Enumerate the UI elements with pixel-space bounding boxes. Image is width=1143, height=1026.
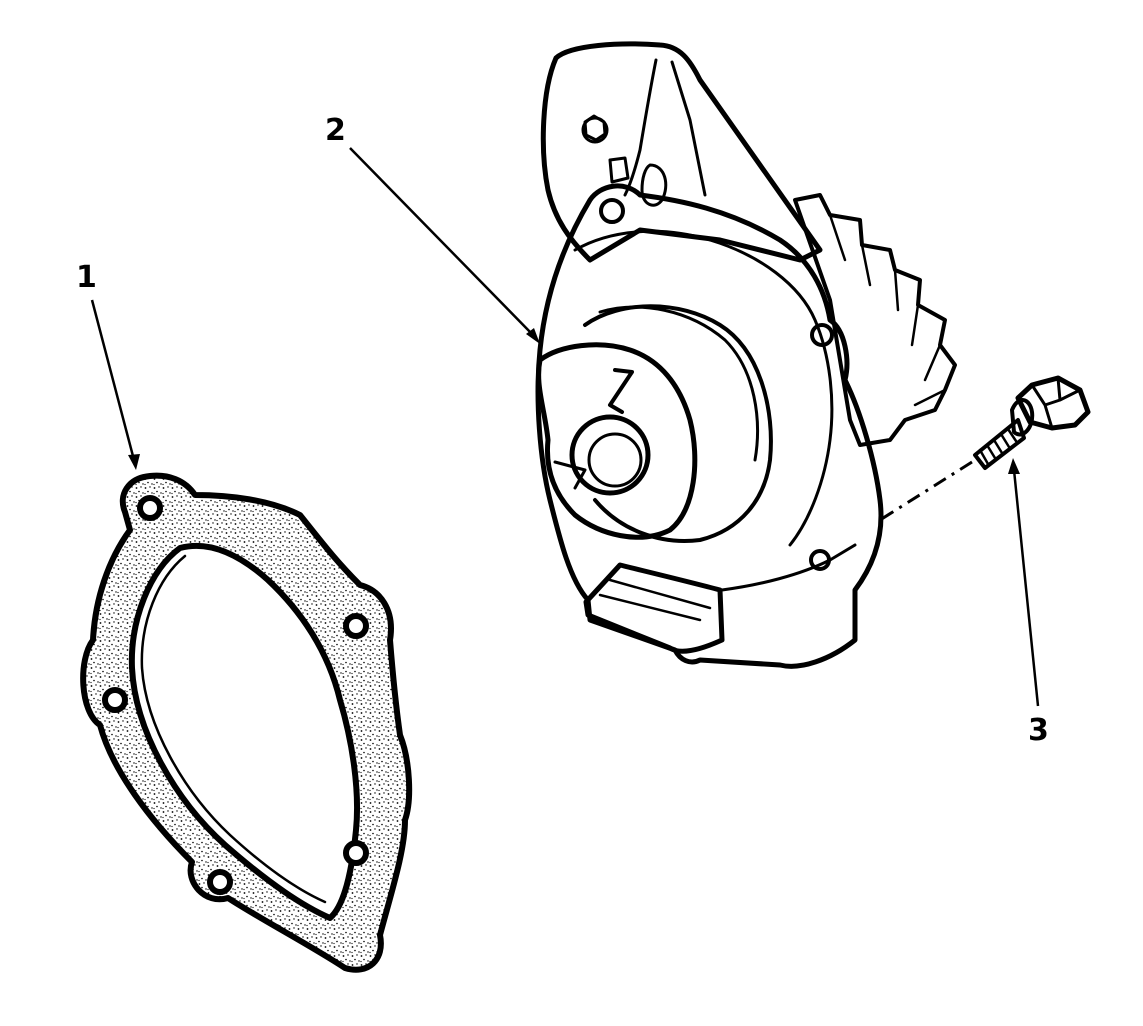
gasket-bolt-hole	[343, 613, 369, 639]
pump-plate-slot	[608, 156, 630, 184]
callout-1: 1	[76, 260, 140, 470]
leader-line	[349, 147, 535, 337]
callout-label: 1	[76, 260, 97, 295]
leader-arrow	[1008, 458, 1020, 474]
pump-body-lower-edge	[720, 543, 857, 592]
gasket-outline	[80, 472, 413, 973]
pump-mounting-plate	[540, 41, 823, 263]
pump-hub-notch	[553, 460, 587, 490]
pump-hub-inner-ring	[598, 305, 759, 462]
gasket-part	[80, 472, 413, 973]
leader-line	[1012, 469, 1040, 707]
pump-shaft-boss	[569, 414, 651, 496]
gasket-bolt-hole	[102, 687, 128, 713]
callout-2: 2	[325, 113, 540, 344]
pump-sprocket-teeth	[828, 213, 947, 407]
pump-plate-slot	[640, 163, 668, 207]
bolt-shank	[973, 418, 1026, 470]
callout-label: 2	[325, 113, 346, 148]
bolt-head	[1015, 375, 1091, 431]
bolt-head-facets	[1030, 376, 1082, 430]
water-pump-part	[535, 41, 957, 669]
callout-label: 3	[1028, 713, 1049, 748]
pump-hub	[536, 342, 698, 540]
pump-flange-hole	[599, 198, 625, 224]
pump-hub-notch	[608, 368, 634, 414]
leader-arrow	[526, 328, 540, 344]
pump-shaft-end	[587, 432, 643, 488]
pump-body-flange-edge	[573, 229, 834, 547]
bolt-part	[879, 375, 1091, 522]
gasket-bolt-hole	[343, 840, 369, 866]
bolt-flange	[1010, 398, 1035, 437]
gasket-bolt-hole	[137, 495, 163, 521]
pump-plate-rib	[670, 60, 707, 197]
pump-hub-outer-ring	[583, 304, 773, 543]
pump-body	[535, 183, 884, 669]
bolt-threads	[978, 427, 1018, 466]
callout-3: 3	[1008, 458, 1049, 748]
gasket-bolt-hole	[207, 869, 233, 895]
pump-plate-rib	[623, 58, 658, 197]
gasket-inner-edge	[140, 554, 327, 904]
pump-outlet-tab-lines	[598, 578, 712, 622]
pump-outlet-tab	[583, 562, 725, 654]
leader-arrow	[128, 454, 140, 470]
pump-sprocket	[793, 193, 957, 447]
leader-line	[90, 299, 136, 461]
pump-flange-hole	[810, 323, 834, 347]
bolt-centerline	[879, 460, 973, 522]
pump-plate-bolt-head	[583, 114, 607, 142]
